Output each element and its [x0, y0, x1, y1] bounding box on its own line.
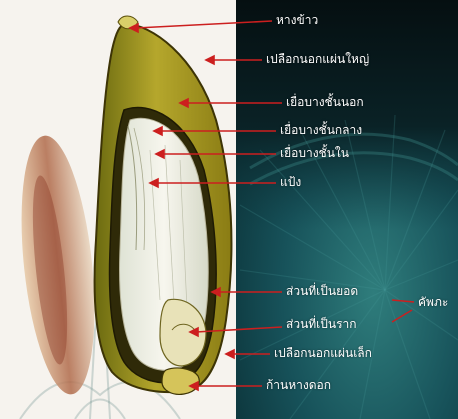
- grain-base: [162, 368, 199, 394]
- label-pedicel: ก้านหางดอก: [266, 378, 331, 392]
- label-root-part: ส่วนที่เป็นราก: [286, 317, 357, 331]
- label-embryo: คัพภะ: [418, 295, 448, 309]
- label-panel-top-shade: [236, 0, 458, 230]
- label-inner-membrane: เยื่อบางชั้นใน: [280, 146, 349, 160]
- label-starch: แป้ง: [280, 175, 301, 189]
- label-palea: เปลือกนอกแผ่นเล็ก: [274, 346, 372, 360]
- label-lemma: เปลือกนอกแผ่นใหญ่: [266, 52, 369, 66]
- label-outer-membrane: เยื่อบางชั้นนอก: [286, 95, 364, 109]
- label-middle-membrane: เยื่อบางชั้นกลาง: [280, 123, 362, 137]
- label-awn: หางข้าว: [276, 13, 318, 27]
- label-shoot-part: ส่วนที่เป็นยอด: [286, 284, 358, 298]
